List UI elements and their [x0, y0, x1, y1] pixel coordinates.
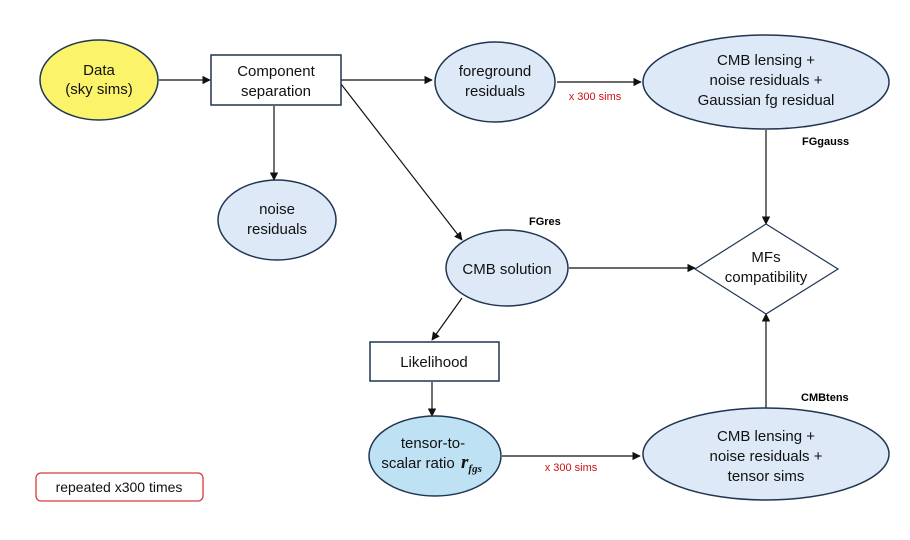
node-noise-residuals: noise residuals — [217, 179, 337, 261]
r-fgs-symbol: rfgs — [461, 452, 482, 475]
node-mfs-compatibility: MFs compatibility — [693, 223, 840, 315]
repeated-note: repeated x300 times — [35, 472, 204, 502]
svg-text:residuals: residuals — [247, 221, 307, 238]
svg-text:MFs: MFs — [751, 249, 780, 266]
svg-text:residuals: residuals — [465, 83, 525, 100]
svg-text:CMB lensing +: CMB lensing + — [717, 428, 815, 445]
svg-text:noise residuals +: noise residuals + — [710, 448, 823, 465]
node-foreground-residuals: foreground residuals — [434, 41, 556, 123]
tag-fgres: FGres — [529, 216, 561, 228]
svg-text:separation: separation — [241, 83, 311, 100]
edge-label-fg-sims: x 300 sims — [569, 91, 622, 103]
svg-text:Likelihood: Likelihood — [400, 354, 468, 371]
svg-text:CMB lensing +: CMB lensing + — [717, 52, 815, 69]
svg-text:noise residuals +: noise residuals + — [710, 72, 823, 89]
svg-text:tensor-to-: tensor-to- — [401, 435, 465, 452]
svg-text:scalar ratio: scalar ratio — [381, 455, 454, 472]
arrow-separation-to-cmb — [340, 83, 463, 241]
svg-text:foreground: foreground — [459, 63, 532, 80]
svg-text:noise: noise — [259, 201, 295, 218]
svg-text:Component: Component — [237, 63, 315, 80]
node-cmb-solution: CMB solution — [445, 229, 569, 307]
node-component-separation: Component separation — [210, 54, 342, 106]
svg-text:compatibility: compatibility — [725, 269, 808, 286]
svg-text:tensor sims: tensor sims — [728, 468, 805, 485]
tag-fggauss: FGgauss — [802, 136, 849, 148]
node-likelihood: Likelihood — [369, 341, 500, 382]
node-data: Data (sky sims) — [39, 39, 159, 121]
svg-text:repeated x300 times: repeated x300 times — [56, 479, 183, 495]
svg-text:Gaussian fg residual: Gaussian fg residual — [698, 92, 835, 109]
svg-text:CMB solution: CMB solution — [462, 261, 551, 278]
arrow-cmb-to-likelihood — [431, 297, 463, 341]
svg-text:Data: Data — [83, 62, 115, 79]
node-tensor-sims: CMB lensing + noise residuals + tensor s… — [642, 407, 890, 501]
tag-cmbtens: CMBtens — [801, 392, 849, 404]
svg-text:(sky sims): (sky sims) — [65, 81, 133, 98]
node-tensor-to-scalar-ratio: tensor-to- scalar ratio rfgs — [368, 415, 502, 497]
edge-label-tensor-sims: x 300 sims — [545, 462, 598, 474]
node-gaussian-fg-sims: CMB lensing + noise residuals + Gaussian… — [642, 34, 890, 130]
